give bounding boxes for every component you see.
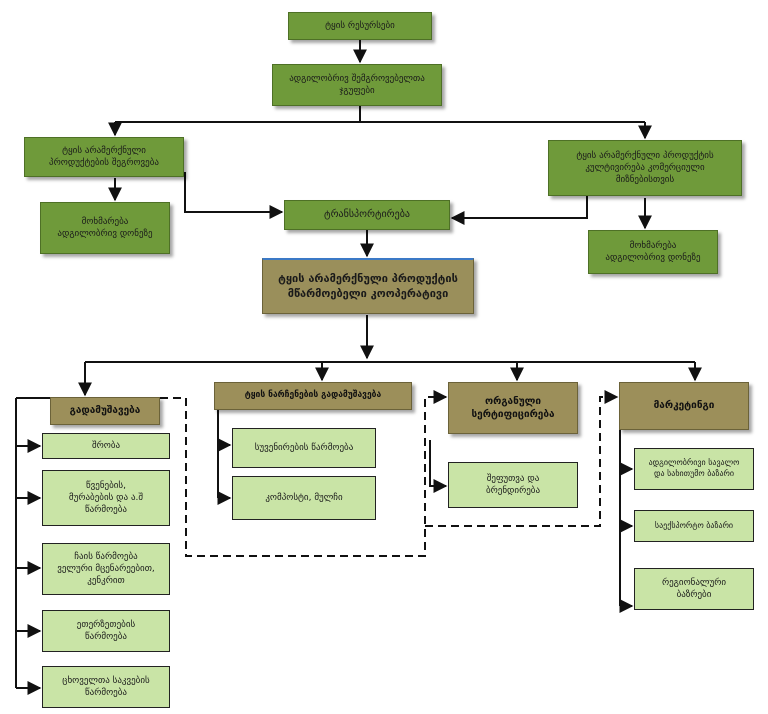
cooperative-box: ტყის არამერქნული პროდუქტის მწარმოებელი კ…	[262, 258, 474, 314]
regional-markets-box: რეგიონალური ბაზრები	[634, 568, 754, 610]
cultivation-right-box: ტყის არამერქნული პროდუქტის კულტივირება კ…	[548, 140, 742, 196]
local-collector-groups-box: ადგილობრივ შემგროვებელთა ჯგუფები	[272, 64, 442, 106]
forest-resources-box: ტყის რესურსები	[288, 12, 432, 40]
transportation-box: ტრანსპორტირება	[284, 200, 450, 230]
animal-feed-box: ცხოველთა საკვების წარმოება	[42, 666, 170, 708]
export-market-box: საექსპორტო ბაზარი	[634, 510, 754, 542]
juices-jams-box: წვენების, მურაბების და ა.შ წარმოება	[42, 470, 170, 526]
dashed-organic-link	[425, 390, 619, 527]
local-market-box: ადგილობრივი სავალო და სახითუმო ბაზარი	[634, 448, 754, 490]
arrow-right-to-transport	[450, 188, 588, 225]
collection-left-box: ტყის არამერქნული პროდუქტების შეგროვება	[24, 137, 184, 177]
processing-box: გადამუშავება	[50, 397, 160, 425]
compost-mulch-box: კომპოსტი, მულჩი	[232, 476, 376, 520]
drying-box: შრობა	[42, 433, 170, 459]
arrow-left-to-transport	[184, 172, 284, 219]
local-use-right-box: მოხმარება ადგილობრივ დონეზე	[588, 230, 718, 274]
packaging-branding-box: შეფუთვა და ბრენდირება	[448, 462, 578, 508]
marketing-box: მარკეტინგი	[619, 382, 749, 430]
local-use-left-box: მოხმარება ადგილობრივ დონეზე	[40, 202, 170, 254]
tea-production-box: ჩაის წარმოება ველური მცენარეებით, კენკრი…	[42, 543, 170, 595]
organic-certification-box: ორგანული სერტიფიცირება	[448, 382, 578, 434]
arrow-to-packaging	[429, 440, 448, 493]
wood-waste-processing-box: ტყის ნარჩენების გადამუშავება	[214, 382, 412, 410]
souvenirs-box: სუვენირების წარმოება	[232, 428, 376, 468]
essential-oils-box: ეთერზეთების წარმოება	[42, 610, 170, 652]
dashed-processing-link	[160, 390, 448, 557]
